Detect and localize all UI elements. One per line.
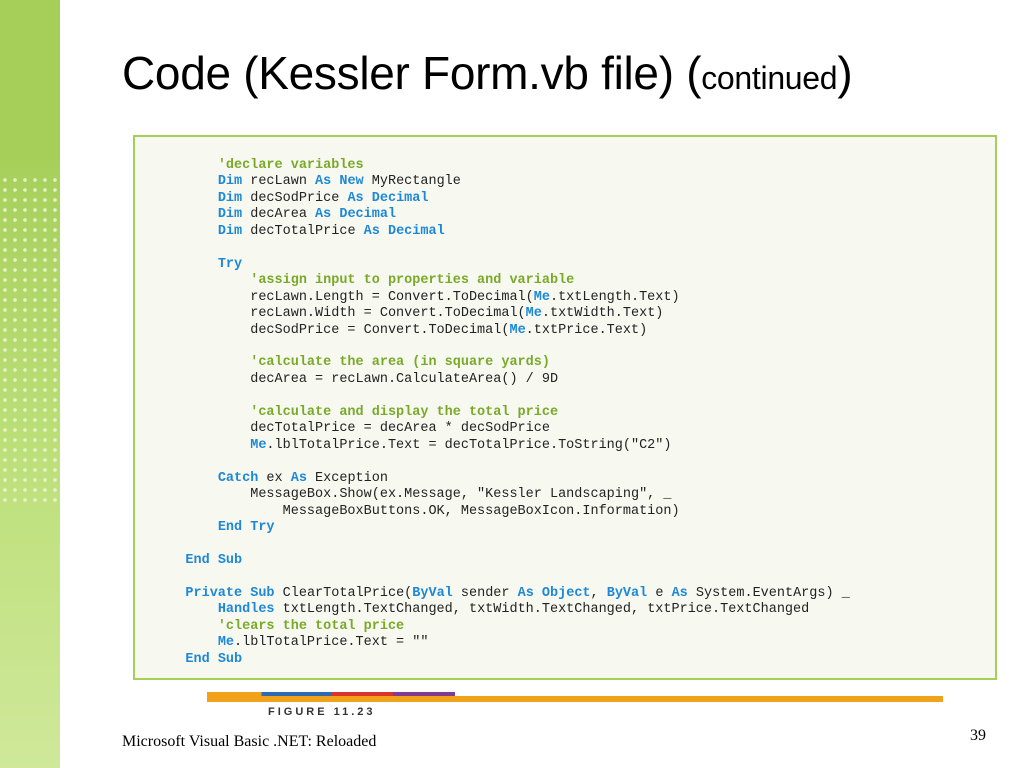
- page-number: 39: [970, 727, 986, 744]
- slide-title-close: ): [837, 47, 853, 99]
- code-figure: 'declare variables Dim recLawn As New My…: [133, 135, 997, 680]
- slide-title-continued: continued: [701, 60, 838, 96]
- figure-label: FIGURE 11.23: [268, 706, 376, 718]
- slide-title-main: Code (Kessler Form.vb file) (: [122, 47, 702, 99]
- figure-color-bar: [207, 692, 455, 696]
- figure-strip: [207, 696, 943, 702]
- sidebar-dot-pattern: [0, 175, 60, 505]
- footer-text: Microsoft Visual Basic .NET: Reloaded: [122, 733, 377, 750]
- sidebar-accent: [0, 0, 60, 768]
- code-listing: 'declare variables Dim recLawn As New My…: [185, 158, 850, 667]
- slide-title: Code (Kessler Form.vb file) (continued): [122, 46, 853, 100]
